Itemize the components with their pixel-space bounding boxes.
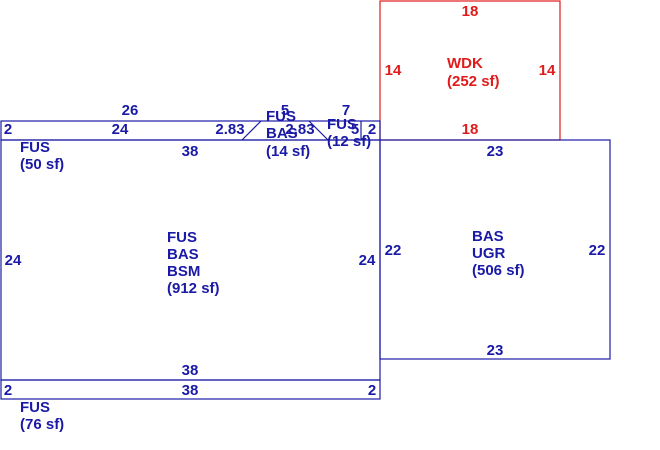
dim-ugr-bottom: 23 <box>487 342 504 359</box>
fus-bottom-code: FUS <box>20 399 50 416</box>
fus-bas-small-area: (14 sf) <box>266 143 310 160</box>
main-area: (912 sf) <box>167 280 220 297</box>
dim-wdk-right: 14 <box>539 62 556 79</box>
fus-bas-small-code2: BAS <box>266 125 298 142</box>
main-code3: BSM <box>167 263 200 280</box>
ugr-area: (506 sf) <box>472 262 525 279</box>
main-code2: BAS <box>167 246 199 263</box>
wdk-area: (252 sf) <box>447 73 500 90</box>
dim-bottom-left-end: 2 <box>4 382 12 399</box>
dim-small-top-b: 7 <box>342 102 350 119</box>
dim-strip-left-end: 2 <box>4 121 12 138</box>
dim-ugr-right: 22 <box>589 242 606 259</box>
dim-strip-right-end: 2 <box>368 121 376 138</box>
dim-main-bottom: 38 <box>182 362 199 379</box>
main-code1: FUS <box>167 229 197 246</box>
dim-small-diag: 2.83 <box>285 121 314 138</box>
fus-bas-small-code1: FUS <box>266 108 296 125</box>
dim-ugr-left: 22 <box>385 242 402 259</box>
dim-main-left: 24 <box>5 252 22 269</box>
dim-bottom-right-end: 2 <box>368 382 376 399</box>
ugr-outline <box>379 139 611 360</box>
dim-bottom-strip: 38 <box>182 382 199 399</box>
strip-diagonal-left <box>241 120 262 141</box>
dim-wdk-top: 18 <box>462 3 479 20</box>
strip-diagonal-right <box>308 120 329 141</box>
ugr-code2: UGR <box>472 245 506 262</box>
dim-main-right: 24 <box>359 252 376 269</box>
dim-small-top-a: 5 <box>281 102 289 119</box>
dim-wdk-bottom: 18 <box>462 121 479 138</box>
fus-bottom-area: (76 sf) <box>20 416 64 433</box>
top-strip-outline <box>0 120 381 141</box>
dim-main-top: 38 <box>182 143 199 160</box>
dim-strip-diag: 2.83 <box>215 121 244 138</box>
fus-small-code: FUS <box>327 116 357 133</box>
fus-small-area: (12 sf) <box>327 133 371 150</box>
dim-strip-overall: 26 <box>122 102 139 119</box>
fus-top-left-code: FUS <box>20 139 50 156</box>
dim-strip-top: 24 <box>112 121 129 138</box>
dim-ugr-top: 23 <box>487 143 504 160</box>
bottom-strip-outline <box>0 379 381 400</box>
ugr-code1: BAS <box>472 228 504 245</box>
dim-wdk-left: 14 <box>385 62 402 79</box>
wdk-code: WDK <box>447 55 483 72</box>
fus-top-left-area: (50 sf) <box>20 156 64 173</box>
dim-small-mid: 5 <box>351 121 359 138</box>
